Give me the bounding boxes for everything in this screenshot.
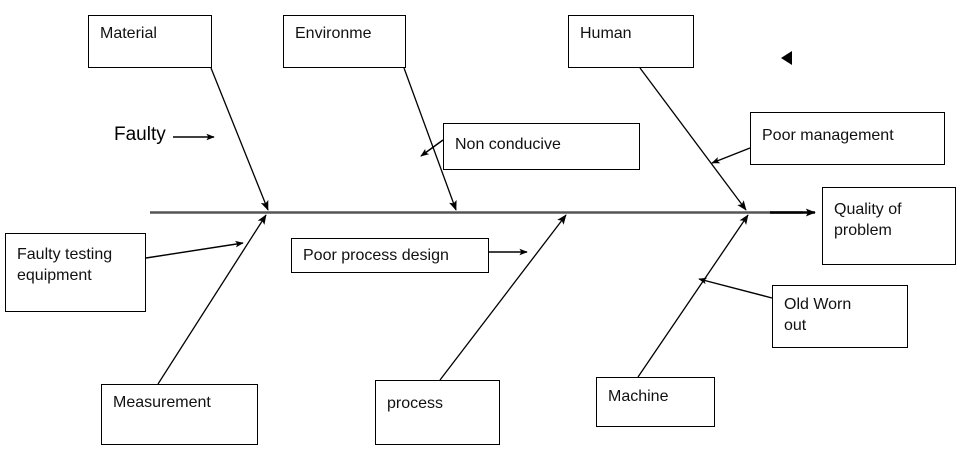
category-box-process[interactable]: process [375,380,500,445]
connector-old-worn-out [698,277,773,299]
cause-box-faulty-testing-equipment[interactable]: Faulty testing equipment [5,233,146,312]
category-box-environment[interactable]: Environme [283,15,406,68]
effect-box-quality-of-problem[interactable]: Quality of problem [822,187,956,265]
cause-box-poor-process-design[interactable]: Poor process design [291,238,489,273]
rib-material [210,67,269,211]
cause-box-non-conducive[interactable]: Non conducive [443,123,640,170]
category-box-measurement[interactable]: Measurement [101,384,258,445]
connector-non-conducive [420,139,444,157]
category-box-machine[interactable]: Machine [596,377,715,427]
rib-machine [637,214,749,378]
category-box-human[interactable]: Human [568,15,694,68]
cause-box-old-worn-out[interactable]: Old Worn out [772,285,908,348]
rib-measurement [157,214,267,385]
connector-poor-management [711,147,751,164]
triangle-left-icon [781,51,792,65]
cause-label-faulty: Faulty [114,124,166,145]
category-box-material[interactable]: Material [88,15,212,68]
rib-human [639,67,747,211]
connector-faulty-testing-equipment [145,240,244,259]
cause-box-poor-management[interactable]: Poor management [750,112,945,165]
